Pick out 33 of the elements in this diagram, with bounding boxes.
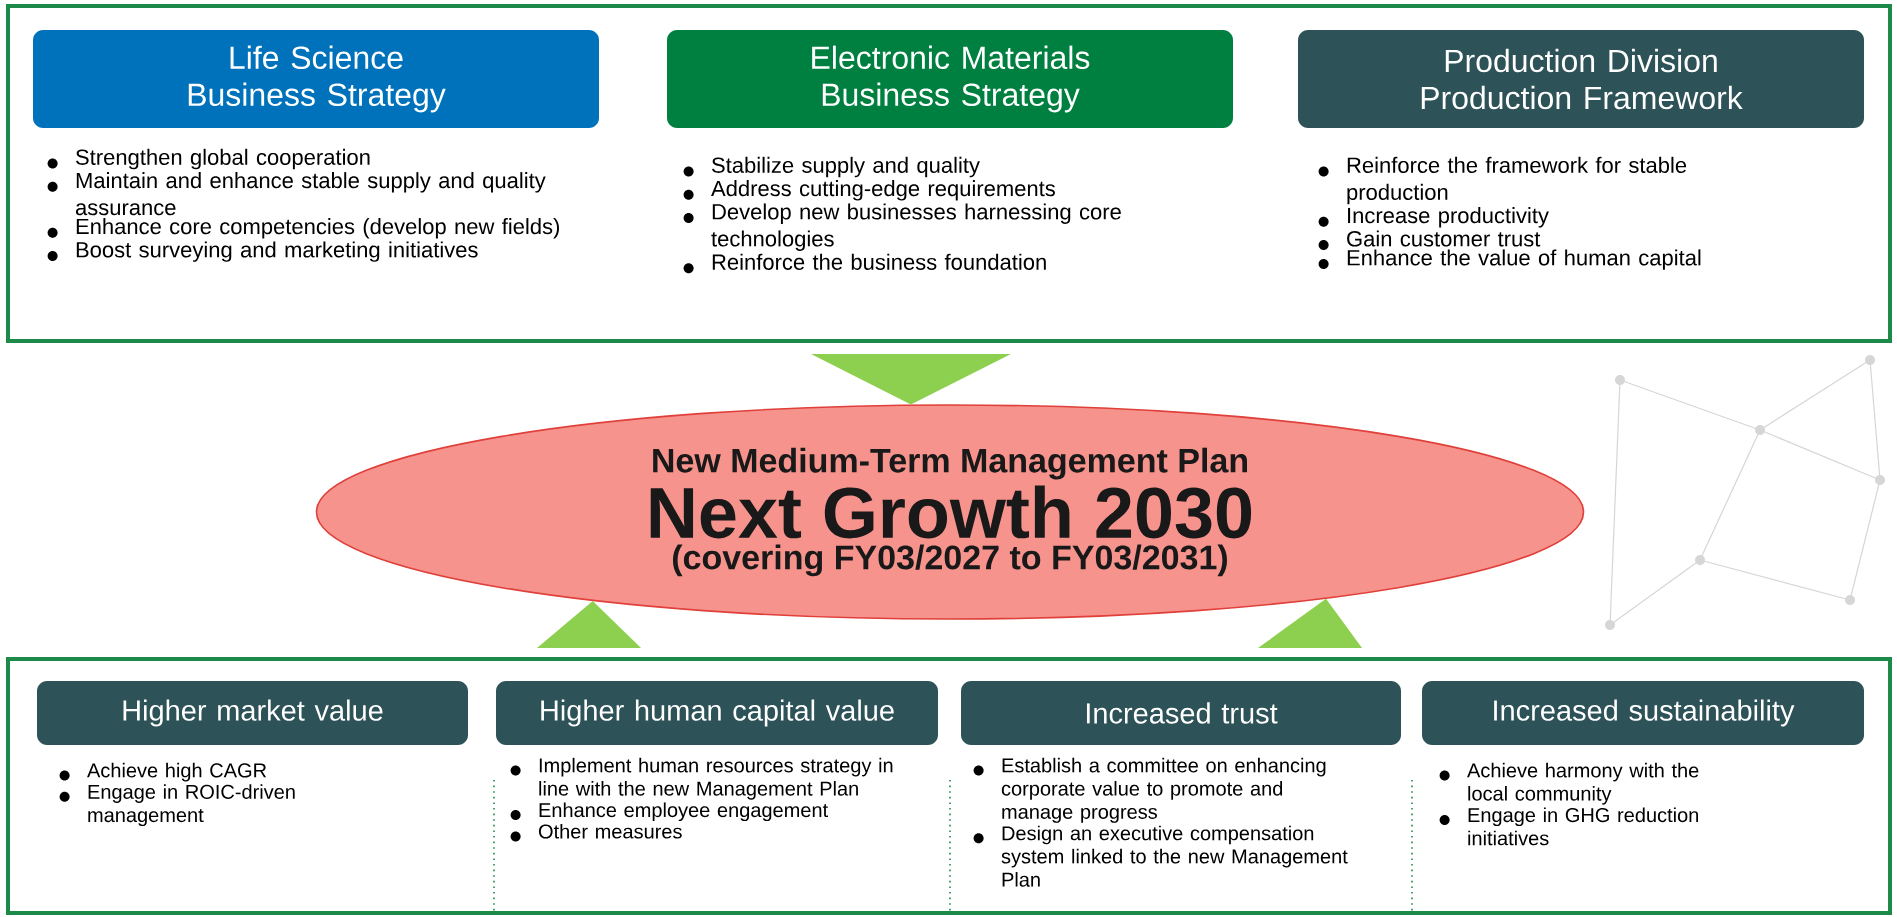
bullet-item: Strengthen global cooperation <box>47 148 370 170</box>
bullet-item: Design an executive compensation system linked to the new Management Plan <box>973 825 1348 887</box>
bullet-item: Gain customer trust <box>1318 230 1541 250</box>
bullet-item: Boost surveying and marketing initiatives <box>47 241 478 262</box>
header-box: Electronic Materials Business Strategy <box>667 30 1233 128</box>
bullet-item: Other measures <box>510 823 682 842</box>
bullet-item: Increase productivity <box>1318 207 1549 228</box>
bullet-item: Enhance core competencies (develop new fields) <box>47 218 559 239</box>
bullet-item: Implement human resources strategy in line with the new Management Plan <box>510 757 893 800</box>
header-box: Production Division Production Framework <box>1298 30 1864 128</box>
bullet-item: Maintain and enhance stable supply and quality assurance <box>47 172 546 216</box>
bullet-item: Establish a committee on enhancing corporate value to promote and manage progress <box>973 757 1326 823</box>
bullet-item: Enhance the value of human capital <box>1318 249 1701 270</box>
header-box: Higher market value <box>37 681 468 745</box>
bullet-item: Reinforce the business foundation <box>683 253 1046 274</box>
panel-frame <box>6 657 1892 915</box>
bullet-item: Reinforce the framework for stable production <box>1318 156 1687 205</box>
bullet-item: Engage in GHG reduction initiatives <box>1439 807 1698 846</box>
header-box: Increased sustainability <box>1422 681 1864 745</box>
bullet-item: Achieve high CAGR <box>59 762 267 782</box>
header-box: Life Science Business Strategy <box>33 30 599 128</box>
triangle-arrow <box>811 354 1011 405</box>
bullet-item: Develop new businesses harnessing core technologies <box>683 203 1121 251</box>
bullet-item: Engage in ROIC-driven management <box>59 784 295 827</box>
panel-frame <box>6 4 1892 343</box>
bullet-item: Achieve harmony with the local community <box>1439 762 1699 805</box>
bullet-item: Stabilize supply and quality <box>683 156 980 178</box>
bullet-item: Address cutting-edge requirements <box>683 180 1055 201</box>
triangle-arrow <box>537 601 641 648</box>
header-box: Higher human capital value <box>496 681 938 745</box>
bullet-item: Enhance employee engagement <box>510 802 828 822</box>
triangle-arrow <box>1258 598 1362 648</box>
header-box: Increased trust <box>961 681 1401 745</box>
